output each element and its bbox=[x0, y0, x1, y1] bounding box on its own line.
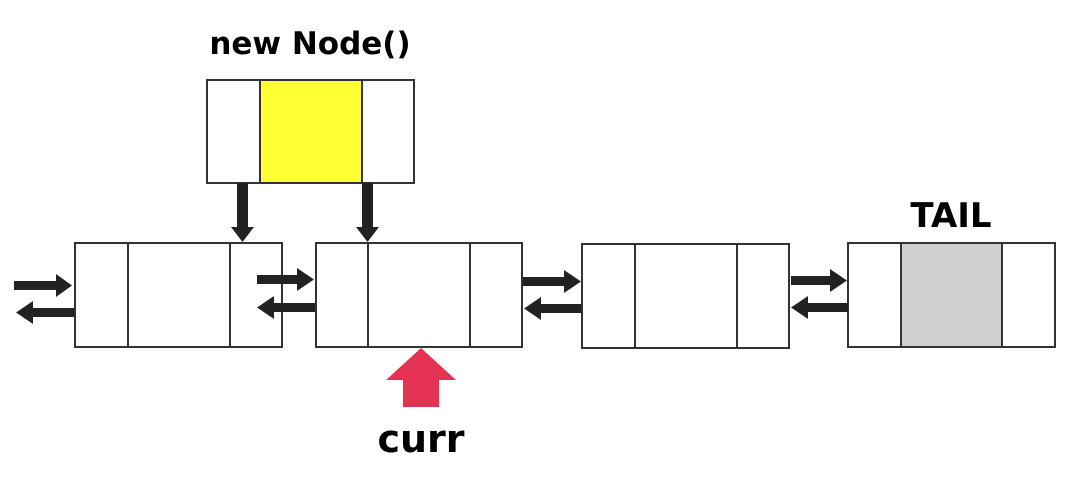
double-arrow-icon-node1-node2 bbox=[257, 268, 315, 319]
tail-node bbox=[847, 242, 1056, 348]
new-node-prev-down-arrow bbox=[231, 183, 254, 242]
new-node bbox=[206, 79, 415, 184]
new-node-prev-cell bbox=[206, 79, 261, 184]
tail-next-cell bbox=[1001, 242, 1056, 348]
list-node-1 bbox=[74, 242, 283, 348]
tail-label: TAIL bbox=[910, 196, 991, 236]
double-arrow-icon-node2-node3 bbox=[523, 270, 581, 320]
list-node-2 bbox=[315, 242, 523, 348]
curr-label: curr bbox=[377, 417, 464, 461]
node-3-next-cell bbox=[736, 243, 790, 349]
list-node-3 bbox=[581, 243, 790, 349]
new-node-next-cell bbox=[361, 79, 415, 184]
tail-prev-cell bbox=[847, 242, 902, 348]
node-3-data-cell bbox=[634, 243, 738, 349]
node-1-next-cell bbox=[229, 242, 283, 348]
tail-data-cell bbox=[900, 242, 1003, 348]
node-3-prev-cell bbox=[581, 243, 636, 349]
up-arrow-icon bbox=[386, 348, 456, 407]
double-arrow-icon-node3-tail bbox=[791, 269, 848, 319]
new-node-label: new Node() bbox=[209, 26, 410, 62]
node-2-data-cell bbox=[367, 242, 471, 348]
node-2-prev-cell bbox=[315, 242, 369, 348]
node-1-data-cell bbox=[127, 242, 231, 348]
double-arrow-icon-left-edge bbox=[14, 274, 74, 324]
node-1-prev-cell bbox=[74, 242, 129, 348]
node-2-next-cell bbox=[469, 242, 523, 348]
new-node-next-down-arrow bbox=[356, 183, 379, 242]
new-node-data-cell bbox=[259, 79, 363, 184]
